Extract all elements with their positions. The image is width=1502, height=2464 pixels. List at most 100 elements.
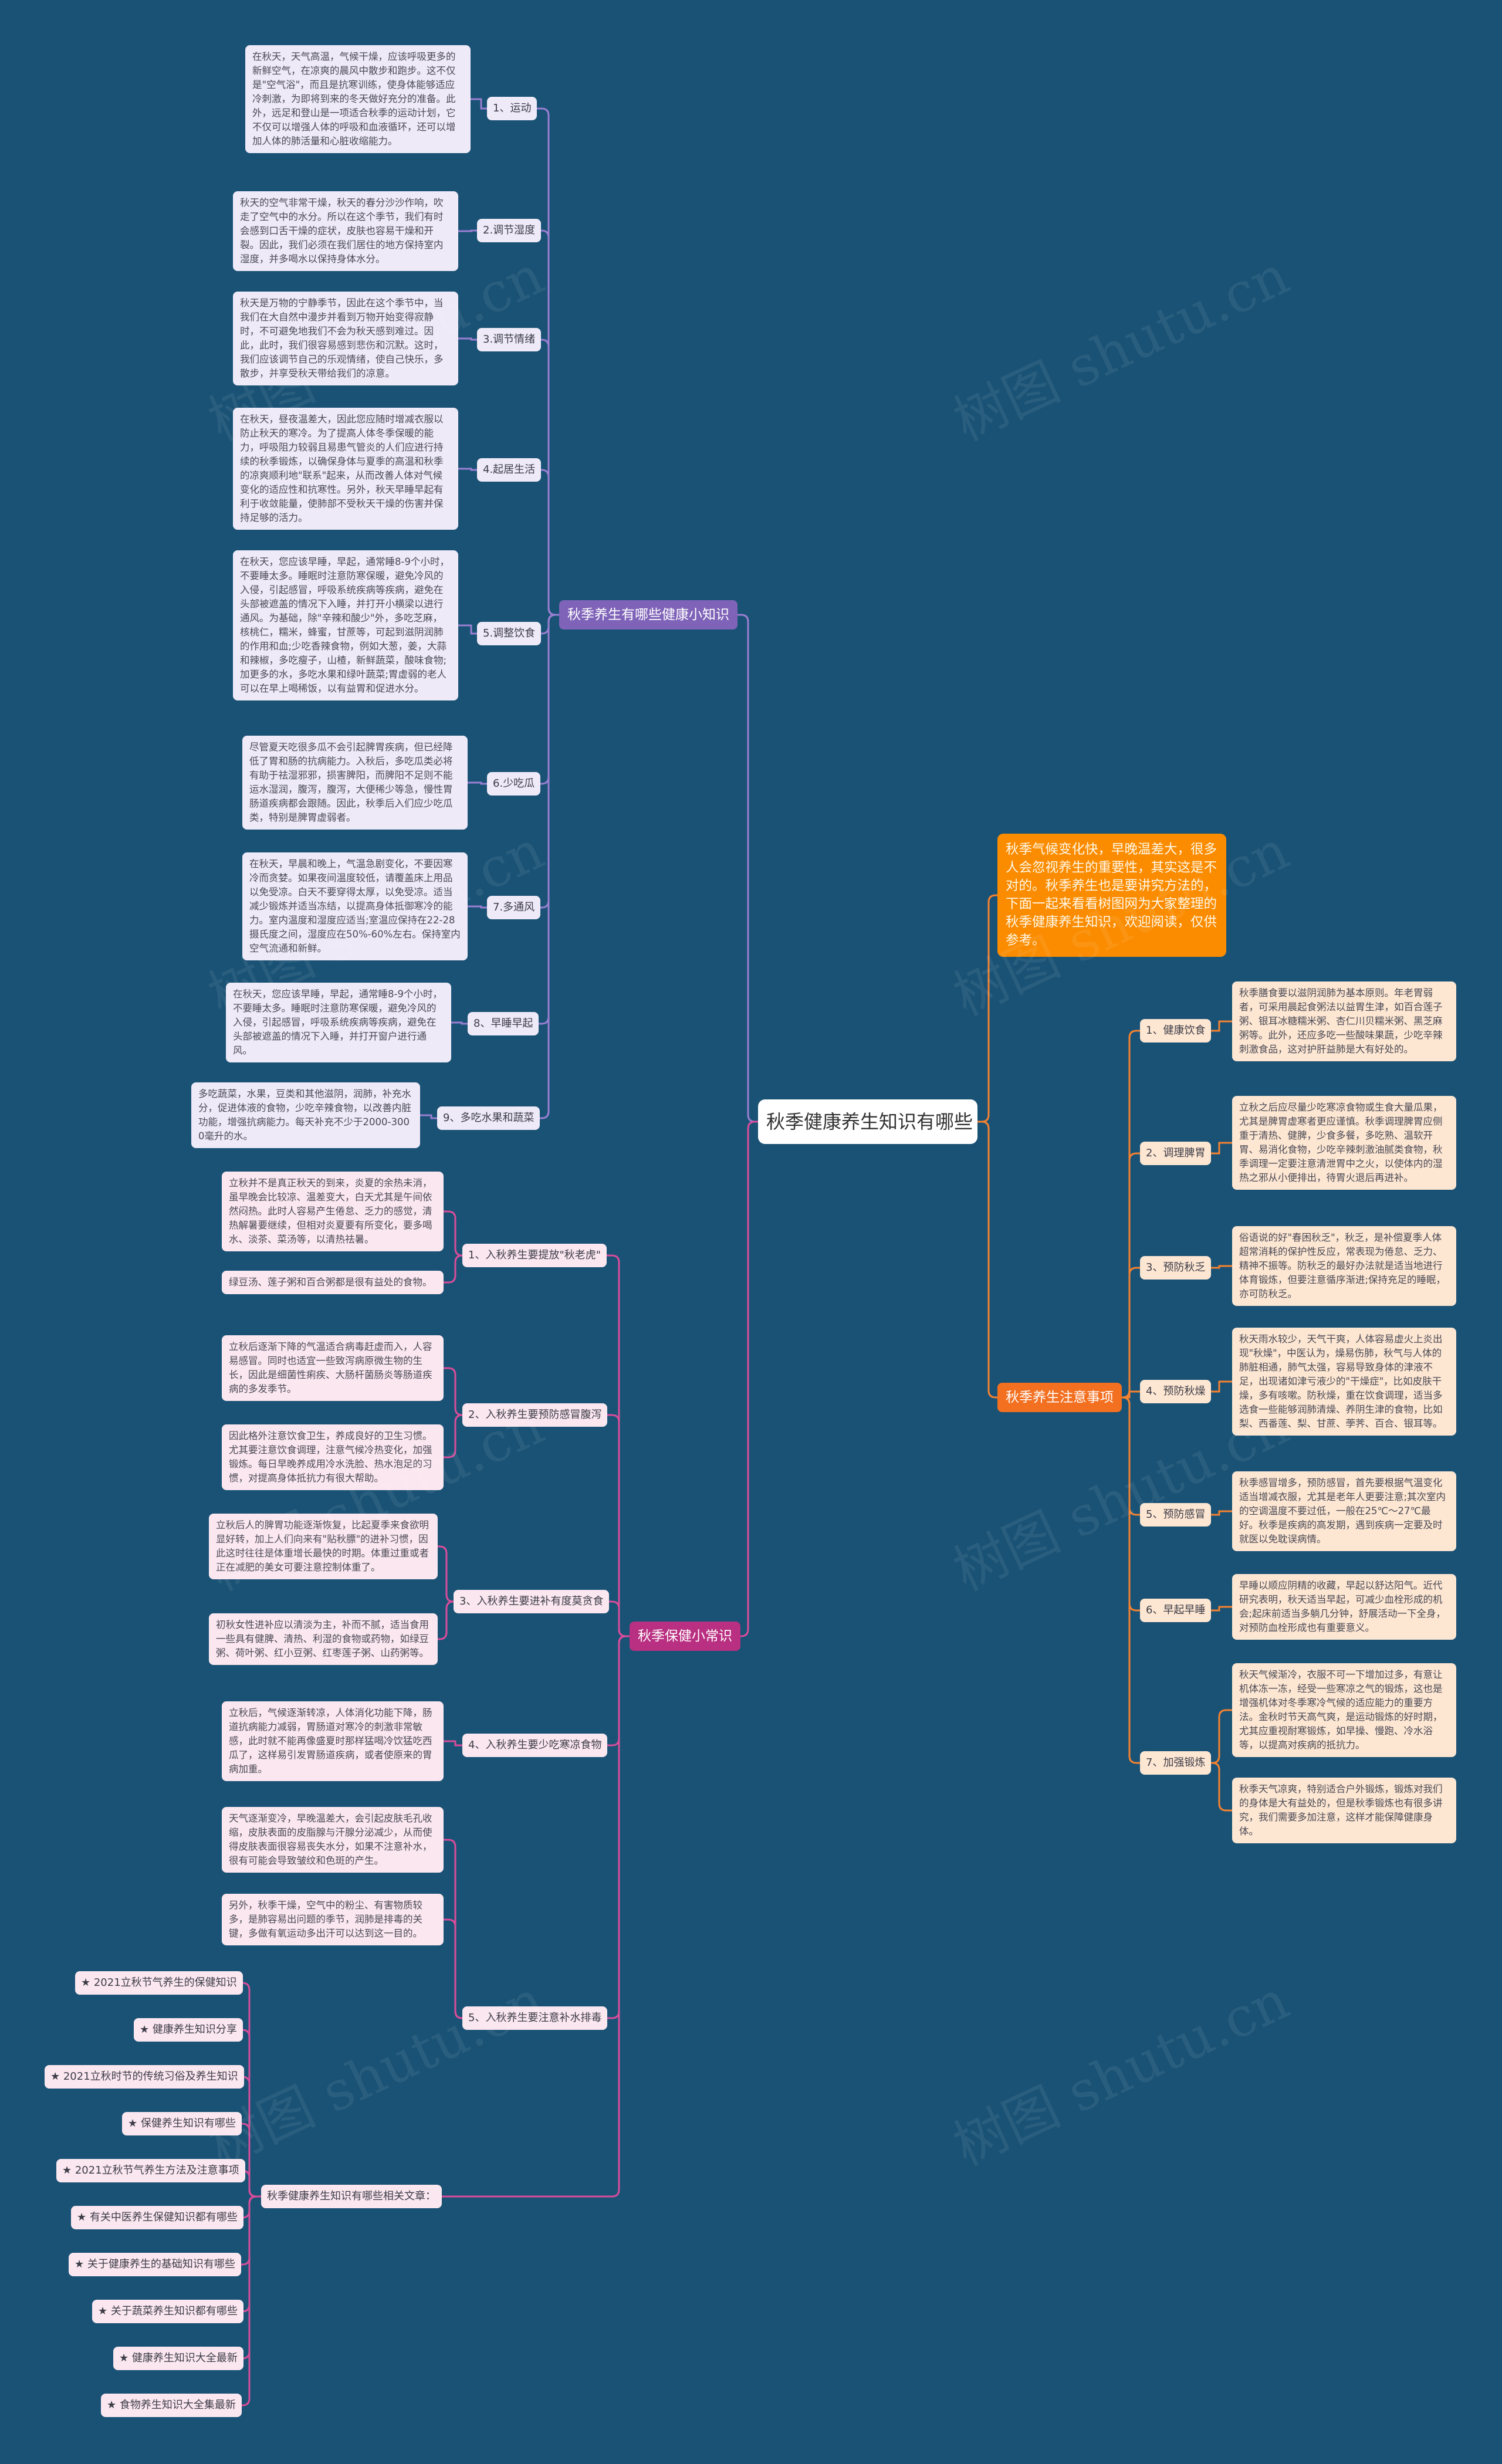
leaf-connector (1122, 1152, 1140, 1399)
text-connector (444, 1918, 463, 2019)
care-label-cold-diarrhea[interactable]: 2、入秋养生要预防感冒腹泻 (462, 1403, 608, 1427)
related-article-link[interactable]: ★ 有关中医养生保健知识都有哪些 (71, 2206, 243, 2229)
text-connector (468, 781, 487, 785)
related-article-link[interactable]: ★ 健康养生知识大全最新 (113, 2347, 243, 2370)
tip-text-emotion: 秋天是万物的宁静季节，因此在这个季节中，当我们在大自然中漫步并看到万物开始变得寂… (233, 292, 458, 385)
precaution-text-sleep: 早睡以顺应阴精的收藏，早起以舒达阳气。近代研究表明，秋天适当早起，可减少血栓形成… (1232, 1574, 1456, 1640)
care-text-cold-diarrhea-1: 立秋后逐渐下降的气温适合病毒赶虚而入，人容易感冒。同时也适宜一些致泻病原微生物的… (222, 1335, 444, 1401)
tip-text-melon: 尽管夏天吃很多瓜不会引起脾胃疾病，但已经降低了胃和肠的抗病能力。入秋后，多吃瓜类… (242, 736, 468, 830)
care-text-supplement-2: 初秋女性进补应以清淡为主，补而不腻，适当食用一些具有健脾、清热、利湿的食物或药物… (209, 1613, 438, 1665)
text-connector (438, 1600, 454, 1640)
leaf-connector (1122, 1396, 1140, 1612)
related-article-link[interactable]: ★ 关于蔬菜养生知识都有哪些 (92, 2300, 243, 2323)
leaf-connector (1122, 1390, 1140, 1399)
related-article-link[interactable]: ★ 食物养生知识大全集最新 (101, 2394, 242, 2417)
tip-text-fruit-veg: 多吃蔬菜，水果，豆类和其他滋阴，润肺，补充水分，促进体液的食物，少吃辛辣食物，以… (191, 1082, 420, 1148)
tip-label-daily-life[interactable]: 4.起居生活 (477, 458, 542, 482)
tip-label-humidity[interactable]: 2.调节湿度 (477, 219, 542, 242)
tip-text-sleep: 在秋天，您应该早睡，早起，通常睡8-9个小时，不要睡太多。睡眠时注意防寒保暖，避… (226, 983, 451, 1062)
precaution-text-fatigue: 俗语说的好"春困秋乏"，秋乏，是补偿夏季人体超常消耗的保护性反应，常表现为倦怠、… (1232, 1226, 1456, 1306)
precaution-text-dryness: 秋天雨水较少，天气干爽，人体容易虚火上炎出现"秋燥"，中医认为，燥易伤肺，秋气与… (1232, 1328, 1456, 1436)
text-connector (1211, 1606, 1232, 1612)
related-article-link[interactable]: ★ 2021立秋节气养生的保健知识 (75, 1971, 243, 1995)
related-link-connector (242, 2076, 261, 2198)
text-connector (1211, 1380, 1232, 1393)
leaf-connector (1122, 1396, 1140, 1516)
care-text-autumn-tiger-2: 绿豆汤、莲子粥和百合粥都是很有益处的食物。 (222, 1271, 444, 1294)
branch-precautions[interactable]: 秋季养生注意事项 (997, 1383, 1122, 1412)
text-connector (1211, 1142, 1232, 1155)
text-connector (444, 1839, 463, 2019)
text-connector (420, 1114, 437, 1119)
tip-text-exercise: 在秋天，天气高温，气候干燥，应该呼吸更多的新鲜空气，在凉爽的晨风中散步和跑步。这… (245, 45, 471, 153)
branch-health-tips[interactable]: 秋季养生有哪些健康小知识 (559, 600, 738, 629)
care-text-cold-food: 立秋后，气候逐渐转凉，人体消化功能下降，肠道抗病能力减弱，胃肠道对寒冷的刺激非常… (222, 1701, 444, 1781)
leaf-connector (442, 1635, 630, 2198)
intro-summary: 秋季气候变化快，早晚温差大，很多人会忽视养生的重要性，其实这是不对的。秋季养生也… (997, 834, 1226, 957)
tip-label-exercise[interactable]: 1、运动 (487, 97, 537, 120)
leaf-connector (609, 1600, 630, 1637)
leaf-connector (607, 1414, 630, 1637)
tip-label-emotion[interactable]: 3.调节情绪 (477, 328, 542, 351)
tip-label-fruit-veg[interactable]: 9、多吃水果和蔬菜 (437, 1106, 540, 1130)
precaution-label-fatigue[interactable]: 3、预防秋乏 (1140, 1256, 1212, 1280)
leaf-connector (540, 614, 559, 785)
text-connector (451, 1021, 468, 1025)
tip-label-diet[interactable]: 5.调整饮食 (477, 622, 542, 645)
tip-label-sleep[interactable]: 8、早睡早起 (468, 1012, 539, 1035)
leaf-connector (1122, 1396, 1140, 1764)
tip-label-ventilation[interactable]: 7.多通风 (487, 896, 541, 919)
related-link-connector (241, 2195, 261, 2266)
care-text-cold-diarrhea-2: 因此格外注意饮食卫生，养成良好的卫生习惯。尤其要注意饮食调理，注意气候冷热变化，… (222, 1424, 444, 1490)
text-connector (444, 1367, 463, 1416)
text-connector (458, 468, 477, 471)
text-connector (471, 98, 487, 110)
leaf-connector (541, 469, 559, 616)
precaution-label-dryness[interactable]: 4、预防秋燥 (1140, 1380, 1212, 1403)
related-link-connector (242, 2195, 261, 2407)
tip-text-daily-life: 在秋天，昼夜温差大，因此您应随时增减衣服以防止秋天的寒冷。为了提高人体冬季保暖的… (233, 408, 458, 530)
precaution-text-exercise-1: 秋天气候渐冷，衣服不可一下增加过多，有意让机体冻一冻，经受一些寒凉之气的锻炼，这… (1232, 1663, 1456, 1757)
precaution-label-exercise[interactable]: 7、加强锻炼 (1140, 1751, 1212, 1775)
leaf-connector (540, 614, 559, 1119)
care-label-hydration[interactable]: 5、入秋养生要注意补水排毒 (462, 2006, 608, 2030)
branch-care-tips[interactable]: 秋季保健小常识 (630, 1622, 740, 1651)
precaution-label-cold[interactable]: 5、预防感冒 (1140, 1503, 1212, 1527)
text-connector (444, 1210, 463, 1257)
precaution-text-diet: 秋季膳食要以滋阴润肺为基本原则。年老胃弱者，可采用晨起食粥法以益胃生津，如百合莲… (1232, 981, 1456, 1061)
precaution-label-diet[interactable]: 1、健康饮食 (1140, 1019, 1212, 1043)
text-connector (444, 1254, 463, 1284)
root-topic[interactable]: 秋季健康养生知识有哪些 (758, 1099, 977, 1144)
tip-text-diet: 在秋天，您应该早睡，早起，通常睡8-9个小时，不要睡太多。睡眠时注意防寒保暖，避… (233, 550, 458, 700)
related-articles-label[interactable]: 秋季健康养生知识有哪些相关文章： (261, 2185, 442, 2208)
tip-label-melon[interactable]: 6.少吃瓜 (487, 772, 541, 796)
text-connector (444, 1414, 463, 1458)
tip-text-humidity: 秋天的空气非常干燥，秋天的春分沙沙作响，吹走了空气中的水分。所以在这个季节，我们… (233, 191, 458, 271)
care-text-hydration-1: 天气逐渐变冷，早晚温差大，会引起皮肤毛孔收缩，皮肤表面的皮脂腺与汗腺分泌减少，从… (222, 1807, 444, 1873)
related-article-link[interactable]: ★ 关于健康养生的基础知识有哪些 (69, 2253, 241, 2276)
leaf-connector (540, 614, 559, 909)
text-connector (1211, 1020, 1232, 1032)
care-text-hydration-2: 另外，秋季干燥，空气中的粉尘、有害物质较多，是肺容易出问题的季节，润肺是排毒的关… (222, 1894, 444, 1945)
care-text-autumn-tiger-1: 立秋并不是真正秋天的到来，炎夏的余热未消，虽早晚会比较凉、温差变大，白天尤其是午… (222, 1172, 444, 1251)
care-label-supplement[interactable]: 3、入秋养生要进补有度莫贪食 (454, 1590, 610, 1613)
leaf-connector (1122, 1030, 1140, 1399)
text-connector (1211, 1762, 1232, 1812)
related-link-connector (242, 1982, 261, 2198)
related-link-connector (242, 2123, 261, 2198)
precaution-text-cold: 秋季感冒增多，预防感冒，首先要根据气温变化适当增减衣服，尤其是老年人更要注意;其… (1232, 1471, 1456, 1551)
precaution-text-exercise-2: 秋季天气凉爽，特别适合户外锻炼，锻炼对我们的身体是大有益处的，但是秋季锻炼也有很… (1232, 1778, 1456, 1843)
care-label-cold-food[interactable]: 4、入秋养生要少吃寒凉食物 (462, 1734, 608, 1757)
related-article-link[interactable]: ★ 保健养生知识有哪些 (122, 2112, 242, 2135)
related-article-link[interactable]: ★ 2021立秋节气养生方法及注意事项 (56, 2159, 245, 2182)
care-text-supplement-1: 立秋后人的脾胃功能逐渐恢复，比起夏季来食欲明显好转，加上人们向来有"贴秋膘"的进… (209, 1514, 438, 1579)
related-article-link[interactable]: ★ 健康养生知识分享 (134, 2018, 243, 2042)
related-article-link[interactable]: ★ 2021立秋时节的传统习俗及养生知识 (45, 2065, 244, 2089)
tip-text-ventilation: 在秋天，早晨和晚上，气温急剧变化，不要因寒冷而贪婪。如果夜间温度较低，请覆盖床上… (242, 852, 468, 960)
precaution-label-spleen[interactable]: 2、调理脾胃 (1140, 1142, 1212, 1165)
care-label-autumn-tiger[interactable]: 1、入秋养生要提放"秋老虎" (462, 1244, 607, 1267)
branch-connector (738, 614, 758, 1123)
precaution-label-sleep[interactable]: 6、早起早睡 (1140, 1599, 1212, 1622)
related-link-connector (242, 2195, 261, 2360)
